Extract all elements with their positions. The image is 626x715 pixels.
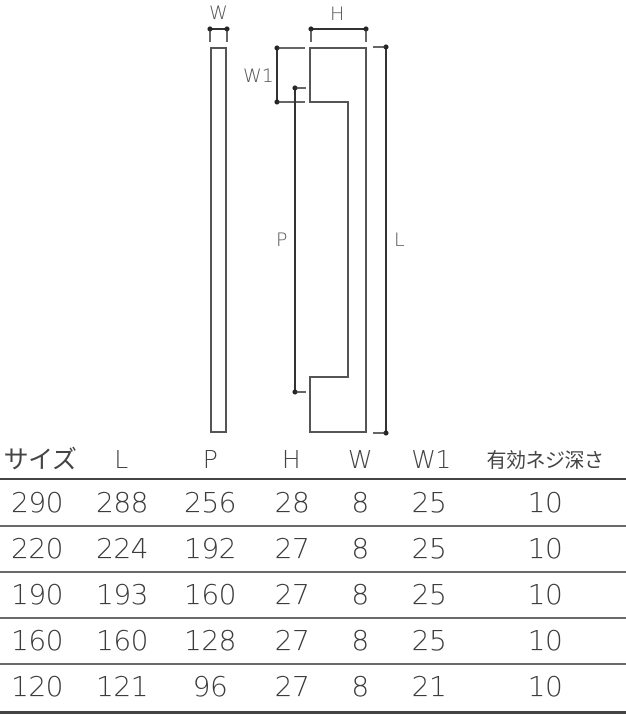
header-size: サイズ bbox=[3, 445, 77, 474]
cell-w1: 25 bbox=[411, 532, 447, 565]
cell-p: 256 bbox=[184, 486, 236, 519]
table-row: 220 224 192 27 8 25 10 bbox=[0, 527, 626, 571]
cell-w1: 25 bbox=[411, 624, 447, 657]
cell-w1: 21 bbox=[411, 670, 447, 703]
cell-h: 27 bbox=[274, 670, 310, 703]
cell-p: 160 bbox=[184, 578, 236, 611]
cell-w: 8 bbox=[351, 578, 369, 611]
cell-l: 224 bbox=[96, 532, 148, 565]
cell-thread-depth: 10 bbox=[527, 486, 563, 519]
cell-l: 288 bbox=[96, 486, 148, 519]
label-w: W bbox=[209, 2, 228, 24]
cell-size: 160 bbox=[11, 624, 63, 657]
cell-size: 120 bbox=[11, 670, 63, 703]
label-w1: W1 bbox=[243, 65, 274, 87]
divider bbox=[0, 711, 626, 714]
cell-p: 192 bbox=[184, 532, 236, 565]
divider bbox=[0, 525, 626, 527]
cell-thread-depth: 10 bbox=[527, 624, 563, 657]
cell-l: 121 bbox=[96, 670, 148, 703]
header-p: P bbox=[202, 445, 218, 474]
table-row: 120 121 96 27 8 21 10 bbox=[0, 665, 626, 709]
label-l: L bbox=[394, 229, 405, 251]
cell-thread-depth: 10 bbox=[527, 532, 563, 565]
cell-l: 193 bbox=[96, 578, 148, 611]
header-h: H bbox=[281, 445, 301, 474]
cell-w1: 25 bbox=[411, 486, 447, 519]
handle-dimension-diagram: W H W1 P L bbox=[207, 2, 405, 436]
divider bbox=[0, 617, 626, 619]
header-w: W bbox=[347, 445, 373, 474]
table-row: 190 193 160 27 8 25 10 bbox=[0, 573, 626, 617]
header-thread-depth: 有効ネジ深さ bbox=[486, 448, 605, 472]
table-header-row: サイズ L P H W W1 有効ネジ深さ bbox=[0, 438, 626, 482]
side-view: W bbox=[207, 2, 230, 433]
cell-h: 27 bbox=[274, 624, 310, 657]
cell-h: 27 bbox=[274, 532, 310, 565]
cell-size: 190 bbox=[11, 578, 63, 611]
header-w1: W1 bbox=[411, 445, 451, 474]
cell-size: 220 bbox=[11, 532, 63, 565]
table-row: 290 288 256 28 8 25 10 bbox=[0, 481, 626, 525]
cell-h: 28 bbox=[274, 486, 310, 519]
cell-p: 128 bbox=[184, 624, 236, 657]
divider bbox=[0, 663, 626, 665]
table-row: 160 160 128 27 8 25 10 bbox=[0, 619, 626, 663]
cell-w: 8 bbox=[351, 624, 369, 657]
cell-w: 8 bbox=[351, 532, 369, 565]
label-h: H bbox=[330, 3, 344, 25]
cell-w: 8 bbox=[351, 670, 369, 703]
label-p: P bbox=[276, 229, 287, 251]
front-view: H W1 P L bbox=[243, 3, 405, 436]
cell-w1: 25 bbox=[411, 578, 447, 611]
divider bbox=[0, 478, 626, 480]
header-l: L bbox=[114, 445, 128, 474]
divider bbox=[0, 571, 626, 573]
cell-thread-depth: 10 bbox=[527, 670, 563, 703]
cell-p: 96 bbox=[192, 670, 228, 703]
cell-h: 27 bbox=[274, 578, 310, 611]
cell-w: 8 bbox=[351, 486, 369, 519]
cell-thread-depth: 10 bbox=[527, 578, 563, 611]
cell-l: 160 bbox=[96, 624, 148, 657]
cell-size: 290 bbox=[11, 486, 63, 519]
